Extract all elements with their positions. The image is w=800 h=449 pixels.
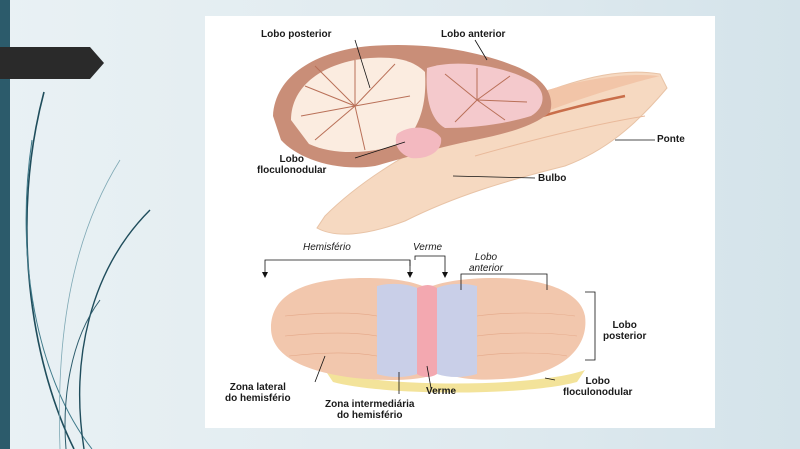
label-lobo-floculonodular-bottom-line1: Lobo	[585, 376, 610, 387]
label-lobo-floculonodular-bottom: Lobo floculonodular	[563, 376, 632, 398]
label-hemisferio: Hemisfério	[303, 242, 351, 253]
label-lobo-floculonodular-line1: Lobo	[279, 154, 304, 165]
decorative-curves	[25, 91, 151, 449]
label-lobo-anterior-bottom: Lobo anterior	[469, 252, 503, 274]
cerebellum-figure: Lobo posterior Lobo anterior Lobo flocul…	[205, 16, 715, 428]
label-zona-intermediaria-line2: do hemisfério	[336, 410, 403, 421]
label-lobo-posterior-bottom-line1: Lobo	[612, 320, 637, 331]
label-zona-intermediaria-line1: Zona intermediária	[325, 399, 415, 410]
label-zona-lateral: Zona lateral do hemisfério	[225, 382, 291, 404]
label-lobo-posterior-bottom: Lobo posterior	[603, 320, 646, 342]
label-ponte: Ponte	[657, 134, 685, 145]
label-verme-bottom: Verme	[426, 386, 457, 397]
label-lobo-anterior-bottom-line2: anterior	[469, 263, 503, 274]
sagittal-section	[273, 39, 668, 235]
label-zona-intermediaria: Zona intermediária do hemisfério	[325, 399, 414, 421]
label-lobo-posterior-bottom-line2: posterior	[603, 331, 647, 342]
label-zona-lateral-line2: do hemisfério	[225, 393, 291, 404]
slide-tab-arrow	[0, 47, 104, 79]
label-verme-top: Verme	[413, 242, 443, 253]
label-lobo-floculonodular-line2: floculonodular	[257, 165, 327, 176]
dorsal-view	[262, 255, 596, 394]
cerebellum-illustration	[262, 39, 668, 394]
label-lobo-floculonodular: Lobo floculonodular	[257, 154, 326, 176]
label-lobo-posterior: Lobo posterior	[261, 29, 332, 40]
label-zona-lateral-line1: Zona lateral	[229, 382, 286, 393]
label-lobo-anterior: Lobo anterior	[441, 29, 506, 40]
label-lobo-anterior-bottom-line1: Lobo	[474, 252, 498, 263]
label-lobo-floculonodular-bottom-line2: floculonodular	[563, 387, 633, 398]
label-bulbo: Bulbo	[538, 173, 567, 184]
slide-left-bar	[0, 0, 10, 449]
